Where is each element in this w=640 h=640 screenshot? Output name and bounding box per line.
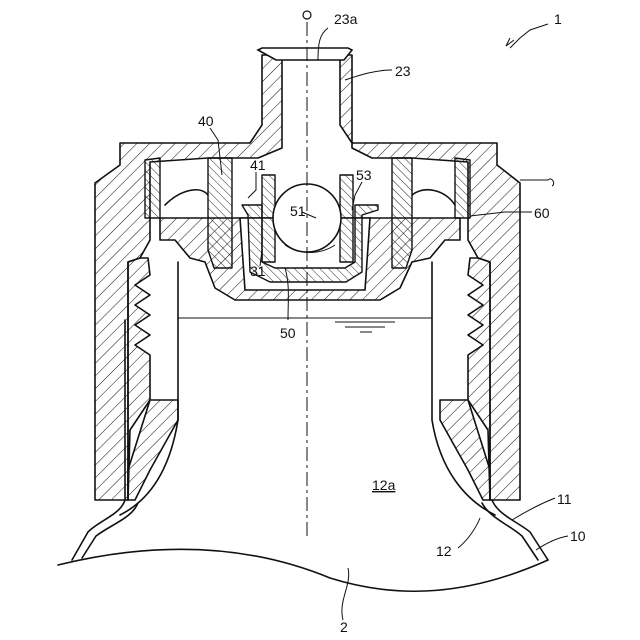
label-53: 53: [356, 167, 372, 183]
ring-right: [455, 158, 470, 218]
leader-2: [342, 568, 349, 620]
bottle-right-outer: [492, 500, 548, 560]
label-31: 31: [250, 263, 266, 279]
label-11: 11: [557, 491, 572, 507]
spout-top: [258, 48, 352, 60]
label-23: 23: [395, 63, 411, 79]
diaphragm-right: [412, 190, 455, 205]
diaphragm-left: [165, 190, 208, 205]
label-60: 60: [534, 205, 550, 221]
label-41: 41: [250, 157, 266, 173]
label-1: 1: [554, 11, 562, 27]
holder-left: [208, 158, 232, 268]
ring-left: [145, 158, 160, 218]
label-50: 50: [280, 325, 296, 341]
leader-1: [510, 24, 548, 48]
leader-12: [458, 518, 480, 548]
label-12: 12: [436, 543, 452, 559]
container-curve: [58, 549, 548, 591]
leader-41: [248, 172, 256, 198]
holder-right: [392, 158, 412, 268]
label-51: 51: [290, 203, 306, 219]
label-23a: 23a: [334, 11, 358, 27]
leader-11: [512, 498, 555, 520]
label-40: 40: [198, 113, 214, 129]
label-10: 10: [570, 528, 586, 544]
label-2: 2: [340, 619, 348, 635]
ball-cage-right: [340, 175, 353, 262]
side-tab: [520, 179, 554, 186]
label-12a: 12a: [372, 477, 396, 493]
axis-origin-mark: [303, 11, 311, 19]
